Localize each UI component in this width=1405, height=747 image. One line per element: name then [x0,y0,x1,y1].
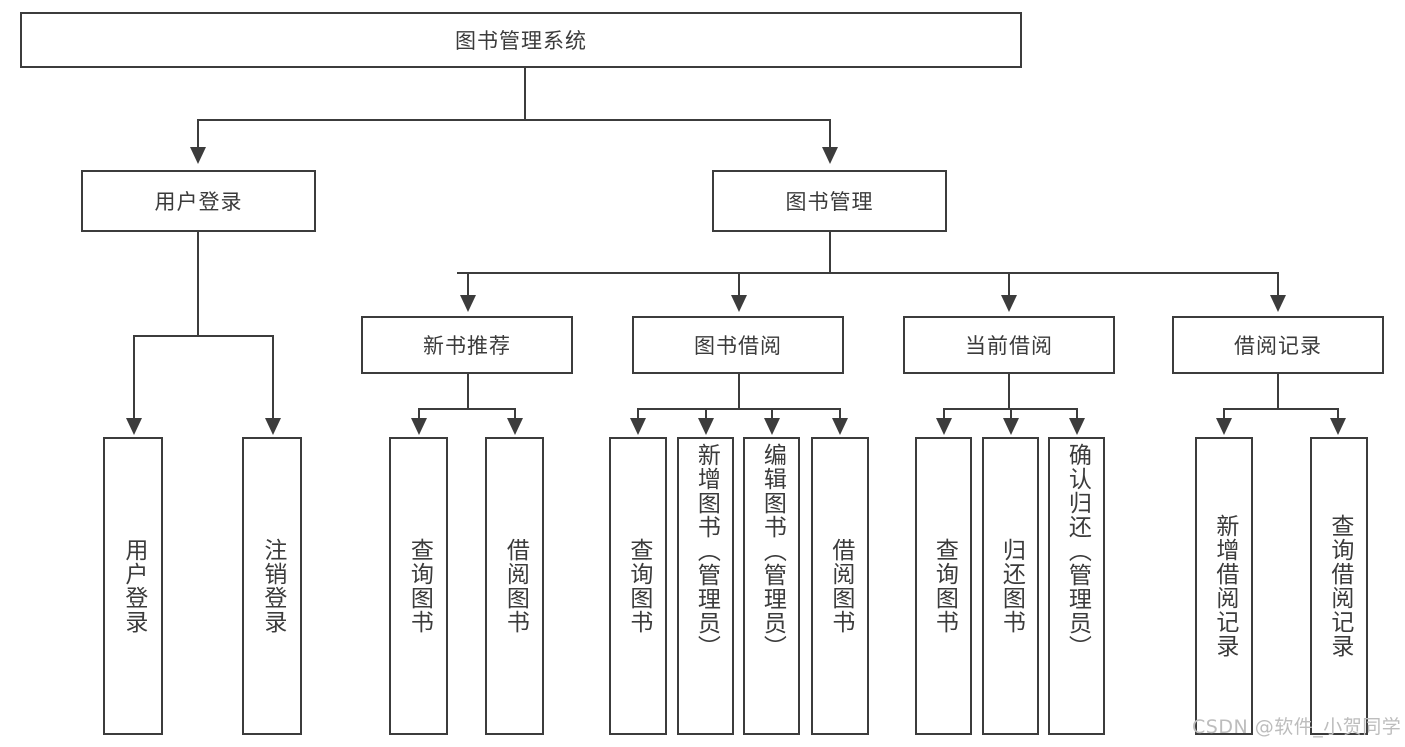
node-current-borrow-label: 当前借阅 [965,334,1053,358]
connector-book-manage-bus [457,272,1279,274]
arrowhead-leaf-cb-confirm-return [1069,418,1085,435]
node-book-manage-label: 图书管理 [785,190,874,214]
connector-user-login-bus [133,335,273,337]
node-book-borrow[interactable]: 图书借阅 [632,316,844,374]
arrowhead-leaf-cb-return-book [1003,418,1019,435]
node-leaf-rec-borrow-book-label: 借阅图书 [502,538,529,634]
arrowhead-new-book-rec [460,295,476,312]
connector-user-login-stem [197,232,199,335]
connector-user-login-to-leaf-1 [133,335,135,420]
node-new-book-rec-label: 新书推荐 [423,334,511,358]
node-leaf-bb-add-book-label: 新增图书（管理员） [693,443,720,659]
node-root-label: 图书管理系统 [455,29,587,53]
arrowhead-leaf-br-query-record [1330,418,1346,435]
connector-user-login-to-leaf-2 [272,335,274,420]
node-leaf-rec-query-book-label: 查询图书 [406,538,433,634]
arrowhead-leaf-bb-borrow-book [832,418,848,435]
arrowhead-leaf-bb-query-book [630,418,646,435]
connector-nbr-to-leaf-2 [514,408,516,420]
connector-new-book-rec-stem [467,374,469,408]
node-leaf-br-add-record[interactable]: 新增借阅记录 [1195,437,1253,735]
node-leaf-bb-add-book[interactable]: 新增图书（管理员） [677,437,734,735]
arrowhead-leaf-br-add-record [1216,418,1232,435]
connector-br-to-leaf-2 [1337,408,1339,420]
node-borrow-record[interactable]: 借阅记录 [1172,316,1384,374]
connector-nbr-to-leaf-1 [418,408,420,420]
node-leaf-cb-confirm-return[interactable]: 确认归还（管理员） [1048,437,1105,735]
node-leaf-br-add-record-label: 新增借阅记录 [1211,514,1238,658]
node-leaf-user-login-label: 用户登录 [120,538,147,634]
node-leaf-user-logout-label: 注销登录 [259,538,286,634]
arrowhead-user-login [190,147,206,164]
arrowhead-leaf-user-logout [265,418,281,435]
arrowhead-leaf-bb-add-book [698,418,714,435]
connector-book-borrow-bus [637,408,840,410]
node-leaf-bb-edit-book-label: 编辑图书（管理员） [759,443,786,659]
node-leaf-bb-query-book[interactable]: 查询图书 [609,437,667,735]
connector-book-manage-stem [829,232,831,272]
connector-root-stem [524,68,526,119]
node-leaf-user-logout[interactable]: 注销登录 [242,437,302,735]
node-book-borrow-label: 图书借阅 [694,334,782,358]
connector-bm-to-new-book-rec [467,272,469,297]
watermark: CSDN @软件_小贺同学 [1192,716,1402,738]
node-borrow-record-label: 借阅记录 [1234,334,1322,358]
connector-bb-to-leaf-4 [839,408,841,420]
connector-new-book-rec-bus [418,408,516,410]
connector-cb-to-leaf-2 [1010,408,1012,420]
connector-book-borrow-stem [738,374,740,408]
node-user-login-label: 用户登录 [154,190,243,214]
connector-br-to-leaf-1 [1223,408,1225,420]
connector-current-borrow-stem [1008,374,1010,408]
arrowhead-leaf-rec-query-book [411,418,427,435]
connector-root-to-book-manage [829,119,831,149]
connector-cb-to-leaf-1 [943,408,945,420]
connector-borrow-record-bus [1223,408,1339,410]
node-leaf-rec-borrow-book[interactable]: 借阅图书 [485,437,544,735]
node-book-manage[interactable]: 图书管理 [712,170,947,232]
node-leaf-rec-query-book[interactable]: 查询图书 [389,437,448,735]
arrowhead-borrow-record [1270,295,1286,312]
connector-bm-to-book-borrow [738,272,740,297]
node-leaf-cb-confirm-return-label: 确认归还（管理员） [1064,443,1091,659]
node-root[interactable]: 图书管理系统 [20,12,1022,68]
node-leaf-cb-query-book-label: 查询图书 [931,538,958,634]
arrowhead-leaf-rec-borrow-book [507,418,523,435]
node-leaf-cb-query-book[interactable]: 查询图书 [915,437,972,735]
arrowhead-book-manage [822,147,838,164]
arrowhead-leaf-user-login [126,418,142,435]
node-current-borrow[interactable]: 当前借阅 [903,316,1115,374]
connector-bb-to-leaf-1 [637,408,639,420]
node-user-login[interactable]: 用户登录 [81,170,316,232]
connector-bm-to-borrow-record [1277,272,1279,297]
node-leaf-bb-borrow-book[interactable]: 借阅图书 [811,437,869,735]
arrowhead-leaf-cb-query-book [936,418,952,435]
arrowhead-leaf-bb-edit-book [764,418,780,435]
connector-root-bus [197,119,831,121]
node-leaf-bb-borrow-book-label: 借阅图书 [827,538,854,634]
connector-cb-to-leaf-3 [1076,408,1078,420]
connector-bb-to-leaf-2 [705,408,707,420]
node-leaf-br-query-record[interactable]: 查询借阅记录 [1310,437,1368,735]
arrowhead-current-borrow [1001,295,1017,312]
node-leaf-br-query-record-label: 查询借阅记录 [1326,514,1353,658]
connector-borrow-record-stem [1277,374,1279,408]
connector-root-to-user-login [197,119,199,149]
node-new-book-rec[interactable]: 新书推荐 [361,316,573,374]
connector-bb-to-leaf-3 [771,408,773,420]
connector-bm-to-current-borrow [1008,272,1010,297]
node-leaf-bb-query-book-label: 查询图书 [625,538,652,634]
node-leaf-user-login[interactable]: 用户登录 [103,437,163,735]
node-leaf-bb-edit-book[interactable]: 编辑图书（管理员） [743,437,800,735]
node-leaf-cb-return-book-label: 归还图书 [998,538,1025,634]
node-leaf-cb-return-book[interactable]: 归还图书 [982,437,1039,735]
arrowhead-book-borrow [731,295,747,312]
